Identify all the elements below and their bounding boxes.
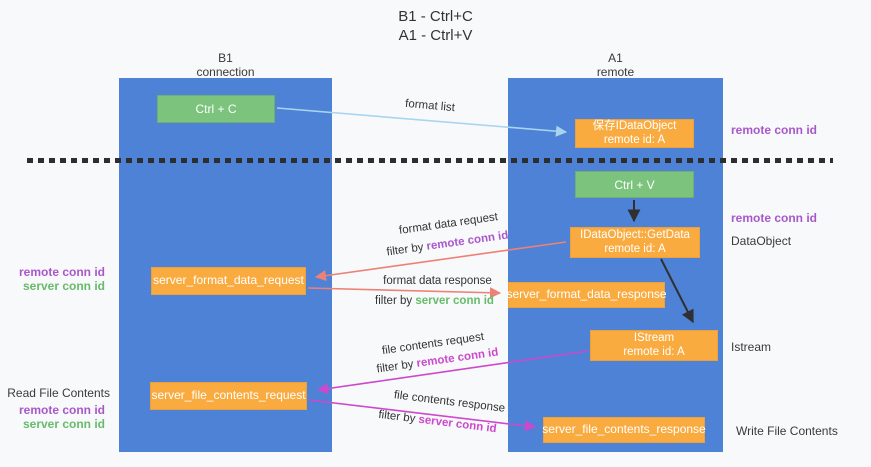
server-format-data-request-box: server_format_data_request [151, 267, 306, 295]
istream-side-label: Istream [731, 340, 772, 354]
server-file-contents-request-box: server_file_contents_request [150, 382, 307, 410]
filter-by-text: filter by [385, 240, 428, 259]
server-format-data-response-label: server_format_data_response [506, 287, 667, 302]
format-list-label: format list [404, 97, 456, 115]
title-line-2: A1 - Ctrl+V [398, 27, 473, 44]
title-line-1: B1 - Ctrl+C [398, 8, 473, 25]
right-column-name: A1 [608, 51, 623, 65]
server-file-contents-response-box: server_file_contents_response [542, 417, 706, 443]
format-data-response-filter-label: filter by server conn id [372, 295, 497, 307]
right-column-header: A1 remote [508, 51, 723, 79]
filter-by-text: filter by [377, 408, 420, 426]
server-format-data-response-box: server_format_data_response [506, 282, 667, 308]
save-idataobject-box: 保存IDataObject remote id: A [575, 119, 694, 148]
save-idataobject-line1: 保存IDataObject [592, 120, 677, 132]
ctrl-v-box: Ctrl + V [575, 171, 694, 198]
left-column-subtitle: connection [196, 65, 255, 79]
left-server-conn-id-label: server conn id [22, 279, 105, 293]
istream-line1: IStream [633, 332, 675, 344]
filter-by-text: filter by [375, 357, 418, 376]
ctrl-v-label: Ctrl + V [614, 177, 655, 192]
left-column-header: B1 connection [119, 51, 332, 79]
diagram-title: B1 - Ctrl+C A1 - Ctrl+V [0, 7, 871, 45]
left-bottom-remote-conn-id-label: remote conn id [18, 403, 105, 417]
server-file-contents-response-label: server_file_contents_response [542, 422, 706, 437]
server-conn-id-highlight: server conn id [415, 295, 494, 307]
ctrl-c-label: Ctrl + C [195, 102, 237, 116]
server-format-data-request-label: server_format_data_request [153, 273, 304, 288]
remote-conn-id-label-mid: remote conn id [731, 211, 818, 225]
read-file-contents-label: Read File Contents [7, 386, 110, 400]
write-file-contents-label: Write File Contents [736, 424, 838, 438]
idataobject-getdata-box: IDataObject::GetData remote id: A [570, 227, 700, 258]
dataobject-label: DataObject [731, 234, 792, 248]
dashed-separator-line [27, 158, 833, 163]
remote-conn-id-highlight: remote conn id [425, 229, 510, 253]
istream-line2: remote id: A [623, 345, 685, 358]
format-data-response-label: format data response [383, 275, 492, 287]
filter-by-text: filter by [375, 295, 416, 307]
server-file-contents-request-label: server_file_contents_request [151, 388, 306, 403]
istream-box: IStream remote id: A [590, 330, 718, 361]
getdata-line1: IDataObject::GetData [580, 229, 690, 241]
left-column-name: B1 [218, 51, 233, 65]
left-remote-conn-id-label: remote conn id [18, 265, 105, 279]
getdata-line2: remote id: A [604, 242, 666, 255]
remote-conn-id-label-top: remote conn id [731, 123, 818, 137]
format-response-arrow [307, 287, 502, 299]
left-bottom-server-conn-id-label: server conn id [22, 417, 105, 431]
ctrl-c-box: Ctrl + C [157, 95, 275, 123]
save-idataobject-line2: remote id: A [603, 133, 666, 146]
right-column-subtitle: remote [596, 65, 635, 79]
server-conn-id-highlight: server conn id [417, 413, 498, 436]
